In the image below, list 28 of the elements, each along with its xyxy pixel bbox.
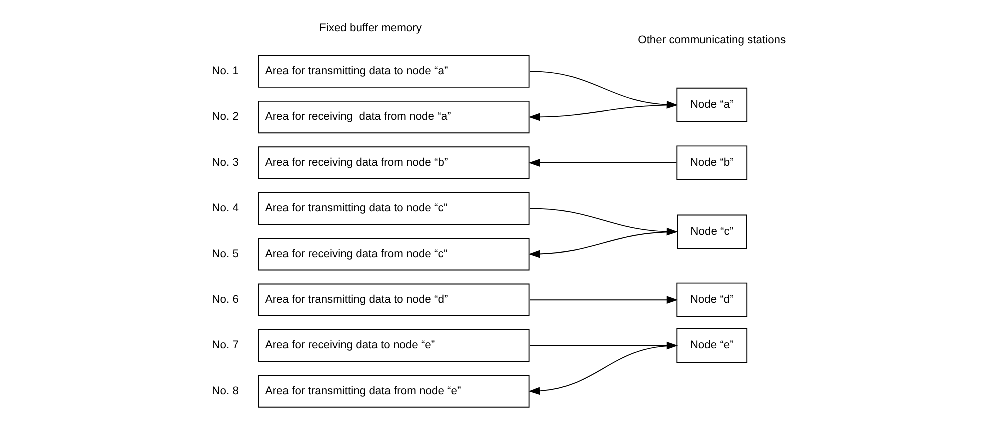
arrow bbox=[528, 159, 678, 167]
label: Other communicating stations bbox=[638, 34, 786, 47]
node-box: Area for receiving data from node “a” bbox=[258, 100, 530, 134]
arrow bbox=[528, 345, 678, 396]
node-box: Area for transmitting data to node “c” bbox=[258, 192, 530, 226]
node-label: No. 2 bbox=[212, 111, 239, 124]
arrow bbox=[530, 296, 678, 304]
node-label: No. 7 bbox=[212, 340, 239, 352]
node-box: Node “b” bbox=[676, 146, 748, 180]
node-label: No. 4 bbox=[212, 202, 239, 215]
node-box: Node “e” bbox=[676, 328, 748, 364]
node-box: Node “a” bbox=[676, 88, 748, 122]
node-box: Area for transmitting data from node “e” bbox=[258, 375, 530, 408]
node-box: Node “c” bbox=[677, 214, 748, 250]
arrow bbox=[528, 104, 678, 122]
node-box: Area for receiving data from node “b” bbox=[258, 146, 530, 180]
node-box: Node “d” bbox=[676, 282, 748, 318]
node-box: Area for receiving data from node “c” bbox=[258, 238, 530, 271]
node-box: Area for transmitting data to node “d” bbox=[258, 284, 530, 316]
node-label: No. 5 bbox=[212, 248, 239, 260]
node-box: Area for receiving data to node “e” bbox=[258, 329, 530, 362]
arrow bbox=[528, 232, 678, 258]
node-label: No. 8 bbox=[212, 385, 239, 398]
node-label: No. 3 bbox=[212, 156, 239, 169]
label: Fixed buffer memory bbox=[320, 22, 422, 35]
node-label: No. 6 bbox=[212, 294, 239, 306]
node-box: Area for transmitting data to node “a” bbox=[258, 55, 530, 88]
node-label: No. 1 bbox=[212, 65, 239, 78]
